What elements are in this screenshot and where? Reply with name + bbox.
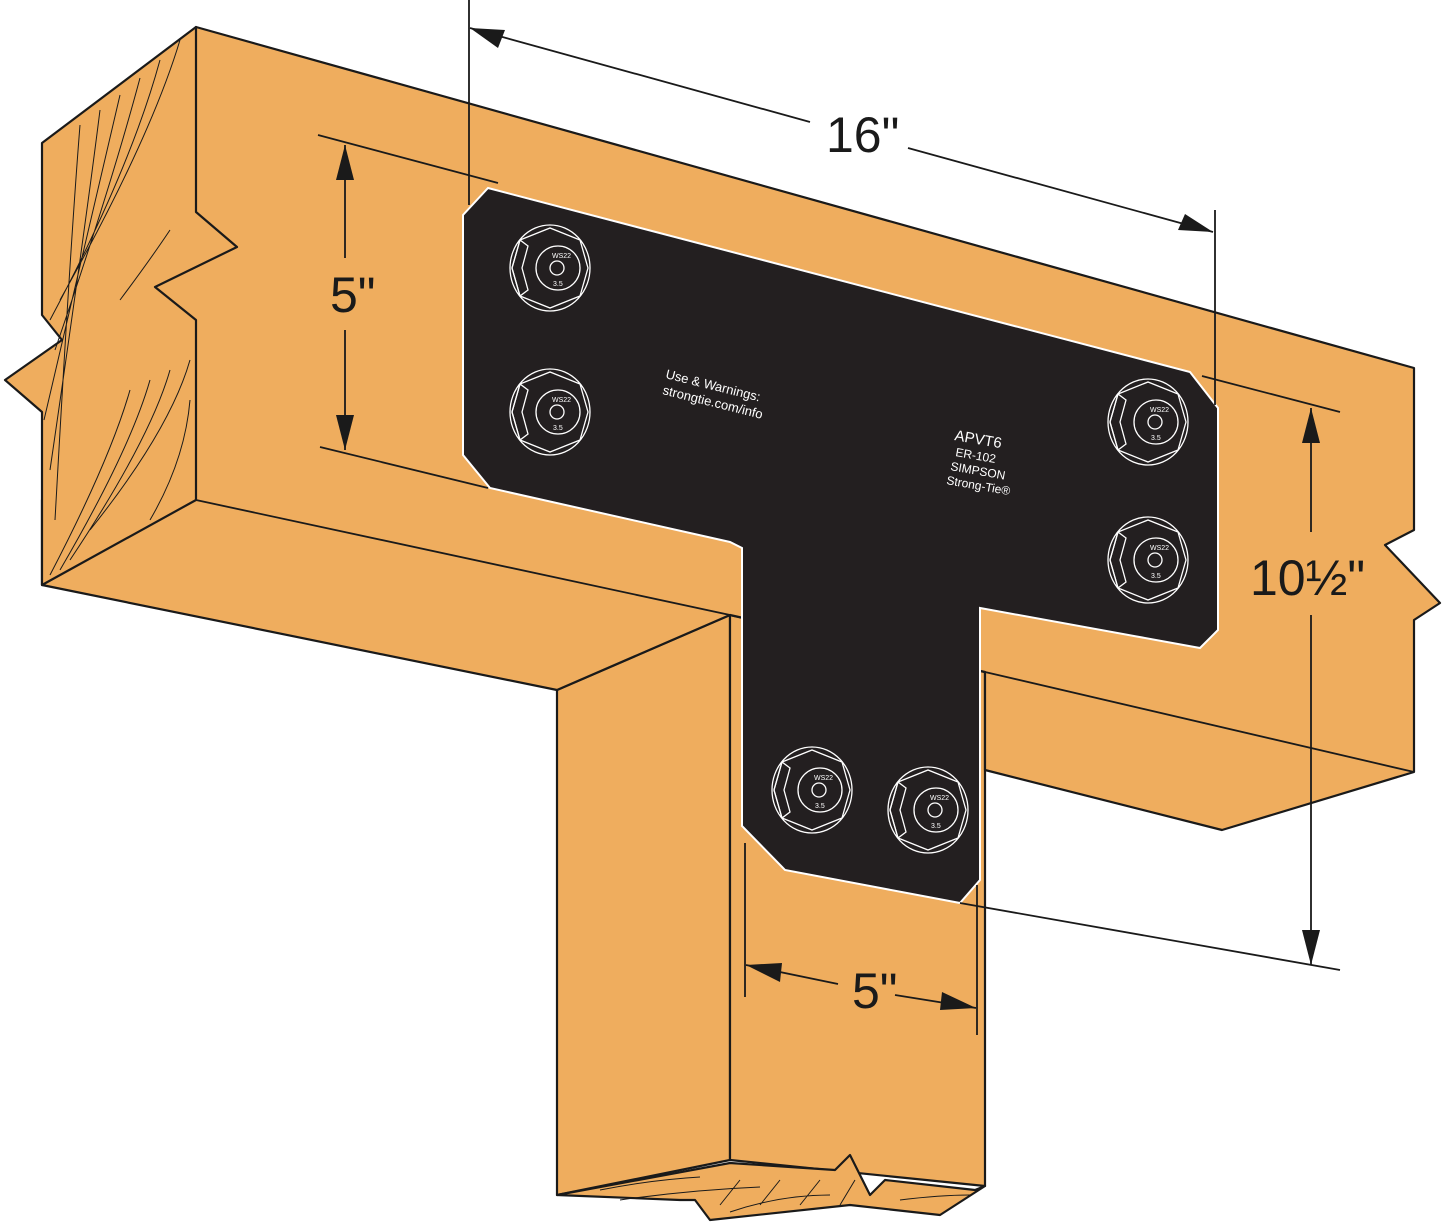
tee-plate-body [462,186,1219,905]
dimension-label-5-arm: 5" [330,267,376,323]
svg-text:3.5: 3.5 [553,425,563,432]
dimension-overall-height: 10½" [959,375,1365,971]
dimension-arm-height: 5" [317,134,499,489]
dimension-stem-width: 5" [744,843,978,1035]
svg-text:3.5: 3.5 [815,803,825,810]
tee-plate: Use & Warnings: strongtie.com/info APVT6… [462,186,1219,905]
svg-text:WS22: WS22 [552,397,571,404]
svg-text:WS22: WS22 [552,253,571,260]
svg-text:3.5: 3.5 [1151,573,1161,580]
bolt-5: WS22 3.5 [771,746,853,834]
svg-text:WS22: WS22 [1150,545,1169,552]
beam-end-grain-lines [43,39,191,576]
bolt-3: WS22 3.5 [1107,378,1189,466]
post-end-grain [555,1153,987,1222]
bolt-6: WS22 3.5 [887,766,969,854]
bolt-4: WS22 3.5 [1107,516,1189,604]
svg-text:3.5: 3.5 [931,823,941,830]
bolt-1: WS22 3.5 [509,224,591,312]
dimension-label-16: 16" [826,107,899,163]
post-left-face [555,613,732,1197]
beam-underside-right [984,671,1415,773]
beam-bottom-edge [195,499,731,616]
svg-text:WS22: WS22 [1150,407,1169,414]
dimension-overall-width: 16" [468,0,1216,405]
beam-end-grain [3,25,239,587]
bolt-2: WS22 3.5 [509,368,591,456]
post-end-grain-lines [599,1176,971,1213]
dimension-label-10-5: 10½" [1250,550,1365,606]
svg-text:WS22: WS22 [930,795,949,802]
svg-text:3.5: 3.5 [553,281,563,288]
svg-text:3.5: 3.5 [1151,435,1161,442]
dimension-label-5-stem: 5" [852,963,898,1019]
svg-text:WS22: WS22 [814,775,833,782]
